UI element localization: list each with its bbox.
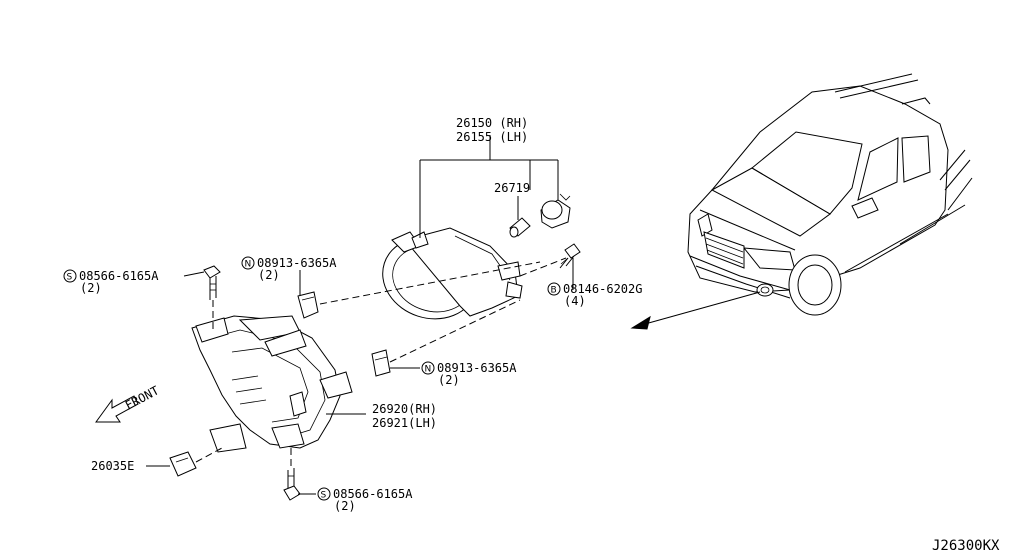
front-label: FRONT: [123, 383, 161, 412]
label-bolt-top-left-qty: (2): [80, 281, 102, 295]
label-bolt-top-left: 08566-6165A: [79, 269, 159, 283]
fog-lamp-assembly: [382, 193, 571, 320]
symbol-circle-s-top: [63, 269, 77, 283]
diagram-code: J26300KX: [932, 538, 1000, 554]
label-nut-upper: 08913-6365A: [257, 256, 337, 270]
label-clip: 26035E: [91, 459, 134, 473]
assembly-lines: [319, 257, 567, 363]
symbol-circle-b: [547, 282, 561, 296]
label-bulb: 26719: [494, 181, 530, 195]
symbol-s-top: S: [67, 273, 73, 283]
symbol-b: B: [551, 286, 557, 296]
symbol-circle-n-lower: [421, 361, 435, 375]
leader-lines: [146, 135, 574, 495]
callout-labels: 26150 (RH) 26155 (LH) 26719 S 08566-6165…: [63, 116, 1000, 554]
nut-lower: [371, 349, 391, 377]
bolt-top-left: [203, 265, 221, 330]
bolt-right: [559, 243, 581, 282]
symbol-s-bottom: S: [321, 491, 327, 501]
symbol-circle-n-upper: [241, 256, 255, 270]
vehicle-illustration: [630, 73, 973, 330]
label-bolt-right-qty: (4): [564, 294, 586, 308]
label-nut-lower: 08913-6365A: [437, 361, 517, 375]
bolt-bottom: [283, 448, 301, 501]
label-nut-upper-qty: (2): [258, 268, 280, 282]
label-bolt-bottom: 08566-6165A: [333, 487, 413, 501]
label-bracket-rh: 26920(RH): [372, 402, 437, 416]
front-direction-indicator: FRONT: [95, 383, 161, 423]
label-lamp-lh: 26155 (LH): [456, 130, 528, 144]
label-lamp-rh: 26150 (RH): [456, 116, 528, 130]
fog-lamp-bracket: [191, 315, 353, 453]
nut-upper: [297, 291, 319, 319]
symbol-n-lower: N: [425, 365, 432, 375]
label-nut-lower-qty: (2): [438, 373, 460, 387]
symbol-circle-s-bottom: [317, 487, 331, 501]
clip-part: [169, 447, 223, 477]
symbol-n-upper: N: [245, 260, 252, 270]
label-bolt-right: 08146-6202G: [563, 282, 642, 296]
label-bracket-lh: 26921(LH): [372, 416, 437, 430]
label-bolt-bottom-qty: (2): [334, 499, 356, 513]
